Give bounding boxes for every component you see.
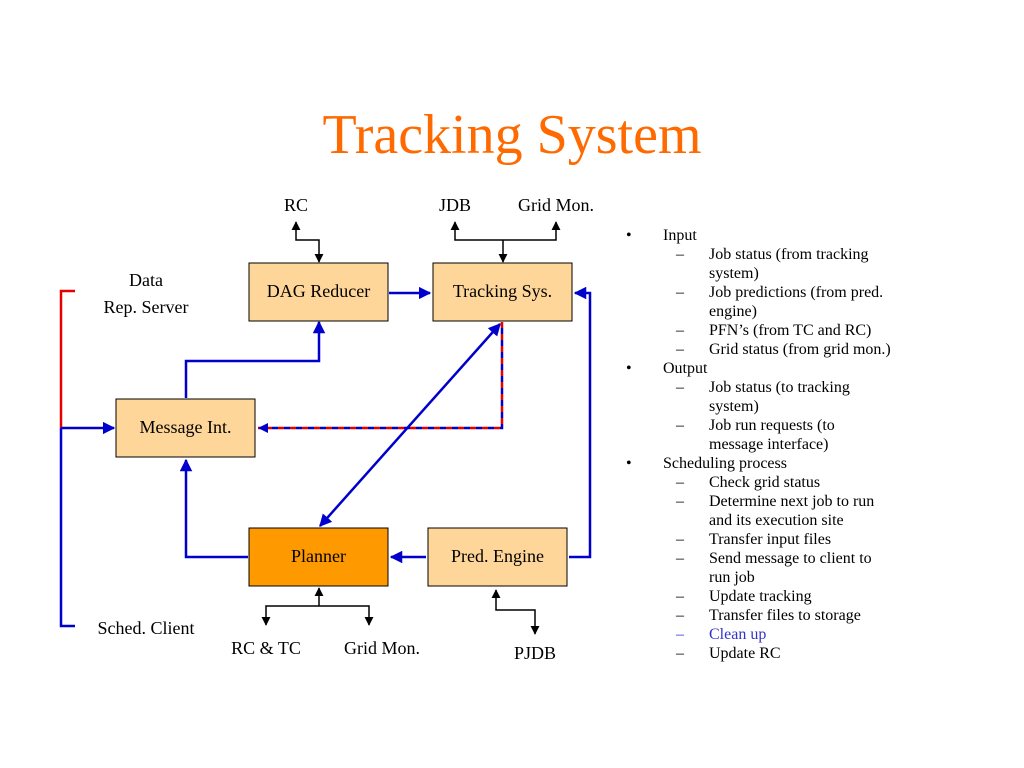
pred-engine-box: Pred. Engine [427, 527, 568, 587]
sub-bullet-item: – Job predictions (from pred. engine) [620, 283, 940, 321]
sub-bullet-text: Check grid status [709, 474, 821, 491]
rc-link [291, 221, 324, 263]
jdb-label: JDB [439, 195, 471, 215]
sub-bullet-text: engine) [709, 303, 757, 320]
sub-bullet-item: – Check grid status [620, 473, 940, 492]
dash-mark: – [676, 607, 684, 624]
sub-bullet-text: system) [709, 265, 759, 282]
sub-bullet-item: – Job status (to tracking system) [620, 378, 940, 416]
rc-label: RC [284, 195, 308, 215]
tracking-sys-label: Tracking Sys. [453, 281, 552, 301]
red-bracket [59, 289, 75, 428]
sub-bullet-text: and its execution site [709, 512, 844, 529]
data-rep-server-label-line2: Rep. Server [104, 297, 189, 317]
dash-mark: – [676, 550, 684, 567]
slide-title: Tracking System [322, 104, 702, 166]
planner-label: Planner [291, 546, 346, 566]
bullet-item: • Input [620, 226, 940, 245]
dag-reducer-label: DAG Reducer [267, 281, 370, 301]
sub-bullet-text: Update RC [709, 645, 781, 662]
sub-bullet-item: – Determine next job to run and its execut… [620, 492, 940, 530]
bullet-label: Scheduling process [663, 455, 787, 472]
sub-bullet-text: Update tracking [709, 588, 812, 605]
rc-tc-label: RC & TC [231, 638, 301, 658]
dash-mark: – [676, 341, 684, 358]
sub-bullet-text: Determine next job to run [709, 493, 875, 510]
planner-box: Planner [248, 527, 389, 587]
planner-external-link [261, 587, 374, 626]
dash-mark: – [676, 588, 684, 605]
grid-mon-bottom-label: Grid Mon. [344, 638, 420, 658]
dash-mark: – [676, 474, 684, 491]
blue-connectors [59, 286, 592, 628]
sub-bullet-item: – Job run requests (to message interface) [620, 416, 940, 454]
pred-engine-label: Pred. Engine [451, 546, 544, 566]
sub-bullet-text: message interface) [709, 436, 829, 453]
sub-bullet-text: Job status (from tracking [709, 246, 869, 263]
bullet-item: • Output [620, 359, 940, 378]
dash-mark: – [676, 379, 684, 396]
sub-bullet-text: Transfer input files [709, 531, 832, 548]
sub-bullet-item: – Clean up [620, 625, 940, 644]
sub-bullet-text: Job status (to tracking [709, 379, 850, 396]
sub-bullet-item: – Grid status (from grid mon.) [620, 340, 940, 359]
sub-bullet-text: Clean up [709, 626, 767, 643]
tracking-to-message-link [258, 322, 504, 433]
dash-mark: – [676, 284, 684, 301]
sub-bullet-text: Job run requests (to [709, 417, 835, 434]
sched-client-label: Sched. Client [98, 618, 195, 638]
bullet-label: Input [663, 227, 697, 244]
dash-mark: – [676, 626, 684, 643]
dash-mark: – [676, 645, 684, 662]
sub-bullet-item: – Send message to client to run job [620, 549, 940, 587]
sub-bullet-item: – Transfer input files [620, 530, 940, 549]
bullet-mark: • [626, 227, 632, 244]
sub-bullet-item: – Update RC [620, 644, 940, 663]
sub-bullet-text: Job predictions (from pred. [709, 284, 884, 301]
sub-bullet-item: – Job status (from tracking system) [620, 245, 940, 283]
dash-mark: – [676, 246, 684, 263]
dash-mark: – [676, 493, 684, 510]
dash-mark: – [676, 531, 684, 548]
sub-bullet-text: PFN’s (from TC and RC) [709, 322, 872, 339]
sub-bullet-text: Transfer files to storage [709, 607, 861, 624]
pjdb-link [491, 589, 540, 635]
dag-reducer-box: DAG Reducer [248, 262, 389, 322]
bullet-item: • Scheduling process [620, 454, 940, 473]
bullet-label: Output [663, 360, 708, 377]
grid-mon-top-label: Grid Mon. [518, 195, 594, 215]
sub-bullet-item: – Update tracking [620, 587, 940, 606]
data-rep-server-label-line1: Data [129, 270, 163, 290]
sub-bullet-item: – PFN’s (from TC and RC) [620, 321, 940, 340]
bullet-mark: • [626, 455, 632, 472]
tracking-sys-box: Tracking Sys. [432, 262, 573, 322]
sub-bullet-text: system) [709, 398, 759, 415]
sub-bullet-text: run job [709, 569, 755, 586]
bullet-mark: • [626, 360, 632, 377]
sub-bullet-item: – Transfer files to storage [620, 606, 940, 625]
message-int-box: Message Int. [115, 398, 256, 458]
dash-mark: – [676, 417, 684, 434]
sub-bullet-text: Send message to client to [709, 550, 872, 567]
jdb-gridmon-link [450, 221, 561, 263]
message-int-label: Message Int. [140, 417, 232, 437]
pjdb-label: PJDB [514, 643, 556, 663]
sub-bullet-text: Grid status (from grid mon.) [709, 341, 891, 358]
dash-mark: – [676, 322, 684, 339]
